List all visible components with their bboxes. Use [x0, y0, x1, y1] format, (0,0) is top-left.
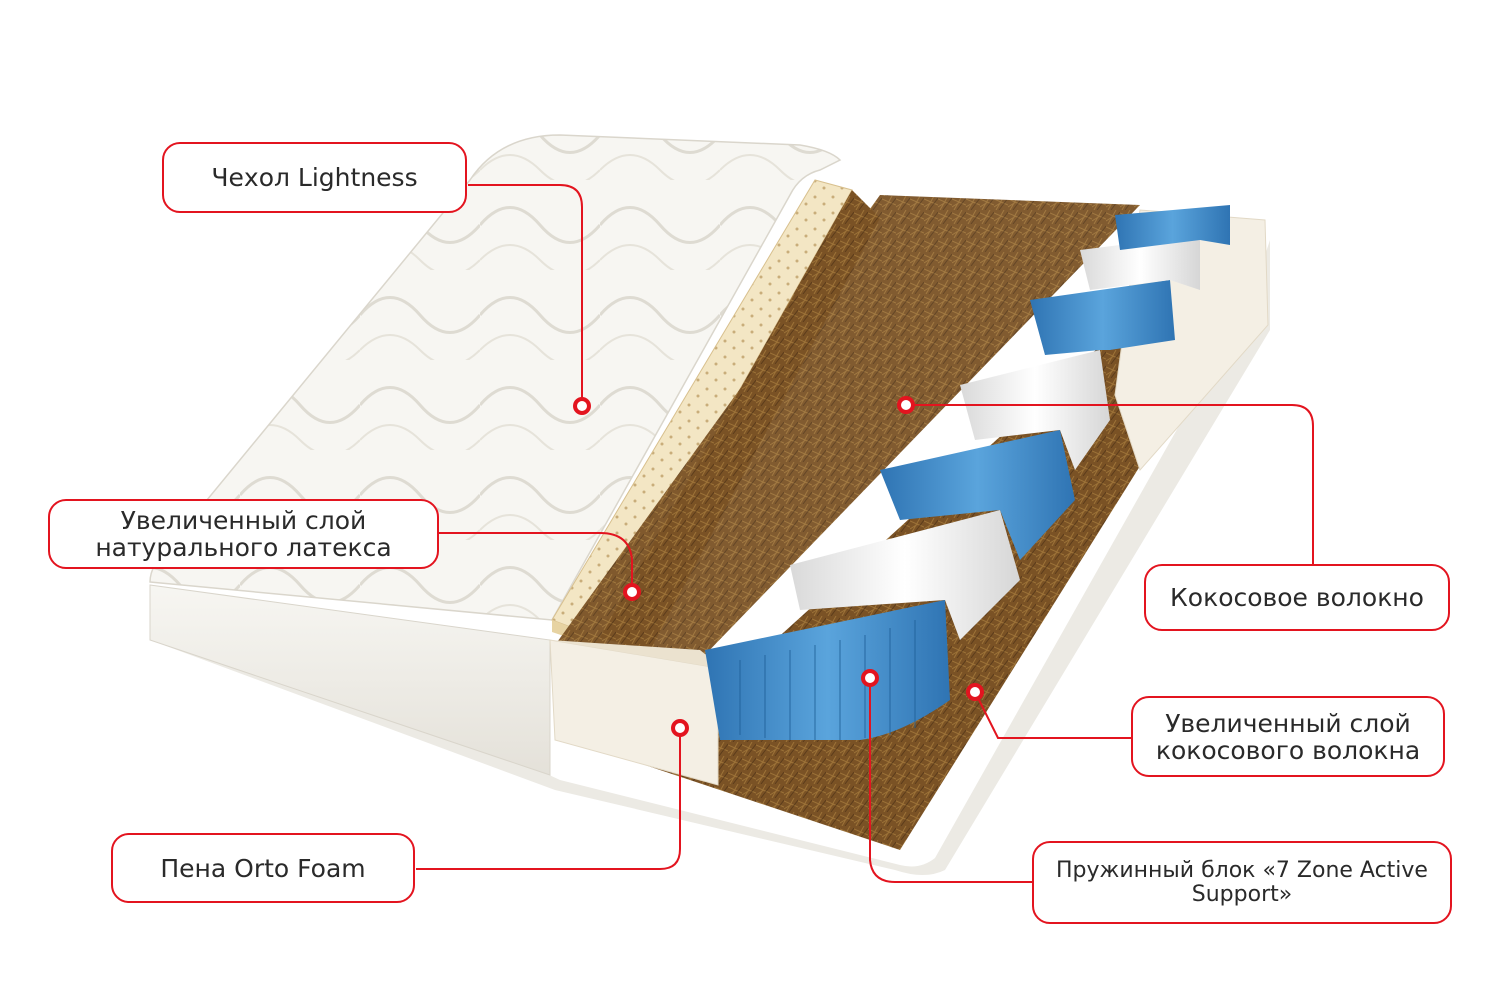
spring-zone-3: [880, 430, 1075, 560]
callout-spring-line-2: Support»: [1191, 881, 1293, 907]
leader-foam: [416, 728, 681, 870]
spring-zone-5: [1030, 280, 1175, 355]
spring-zone-7: [1115, 205, 1230, 250]
cover-side: [149, 584, 551, 776]
marker-foam: [671, 719, 689, 737]
callout-spring-line-1: Пружинный блок «7 Zone Active: [1056, 857, 1428, 883]
spring-zone-2: [790, 510, 1020, 640]
callout-coir-thick-line-2: кокосового волокна: [1155, 735, 1421, 765]
leader-latex: [439, 532, 633, 592]
marker-spring: [861, 669, 879, 687]
leader-coir: [906, 404, 1314, 564]
leader-coir-thick: [974, 691, 1131, 739]
callout-coir-thick-line-1: Увеличенный слой: [1165, 708, 1411, 738]
coir-top: [555, 195, 1140, 660]
marker-coir: [897, 396, 915, 414]
callout-coir-thick: Увеличенный слой кокосового волокна: [1131, 696, 1445, 777]
foam-block: [549, 639, 719, 786]
callout-latex-line-1: Увеличенный слой: [120, 506, 367, 535]
callout-coir-text: Кокосовое волокно: [1170, 583, 1424, 612]
leader-lines: [416, 184, 1314, 883]
callout-spring: Пружинный блок «7 Zone Active Support»: [1032, 841, 1452, 924]
marker-cover: [573, 397, 591, 415]
callout-foam-text: Пена Orto Foam: [160, 853, 366, 883]
marker-coir-thick: [966, 683, 984, 701]
spring-zone-6: [1080, 235, 1200, 290]
spring-block: [705, 205, 1230, 740]
callout-cover-text: Чехол Lightness: [211, 163, 418, 192]
spring-zone-4: [960, 350, 1110, 470]
foam-block-top: [550, 640, 722, 668]
spring-zone-1: [705, 600, 950, 740]
marker-latex: [623, 583, 641, 601]
callout-foam: Пена Orto Foam: [111, 833, 415, 903]
leader-cover: [468, 184, 583, 406]
markers: [573, 396, 984, 737]
leader-spring: [869, 678, 1032, 883]
callout-latex-line-2: натурального латекса: [95, 533, 392, 562]
callout-cover: Чехол Lightness: [162, 142, 467, 213]
callout-coir: Кокосовое волокно: [1144, 564, 1450, 631]
callout-latex: Увеличенный слой натурального латекса: [48, 499, 439, 569]
